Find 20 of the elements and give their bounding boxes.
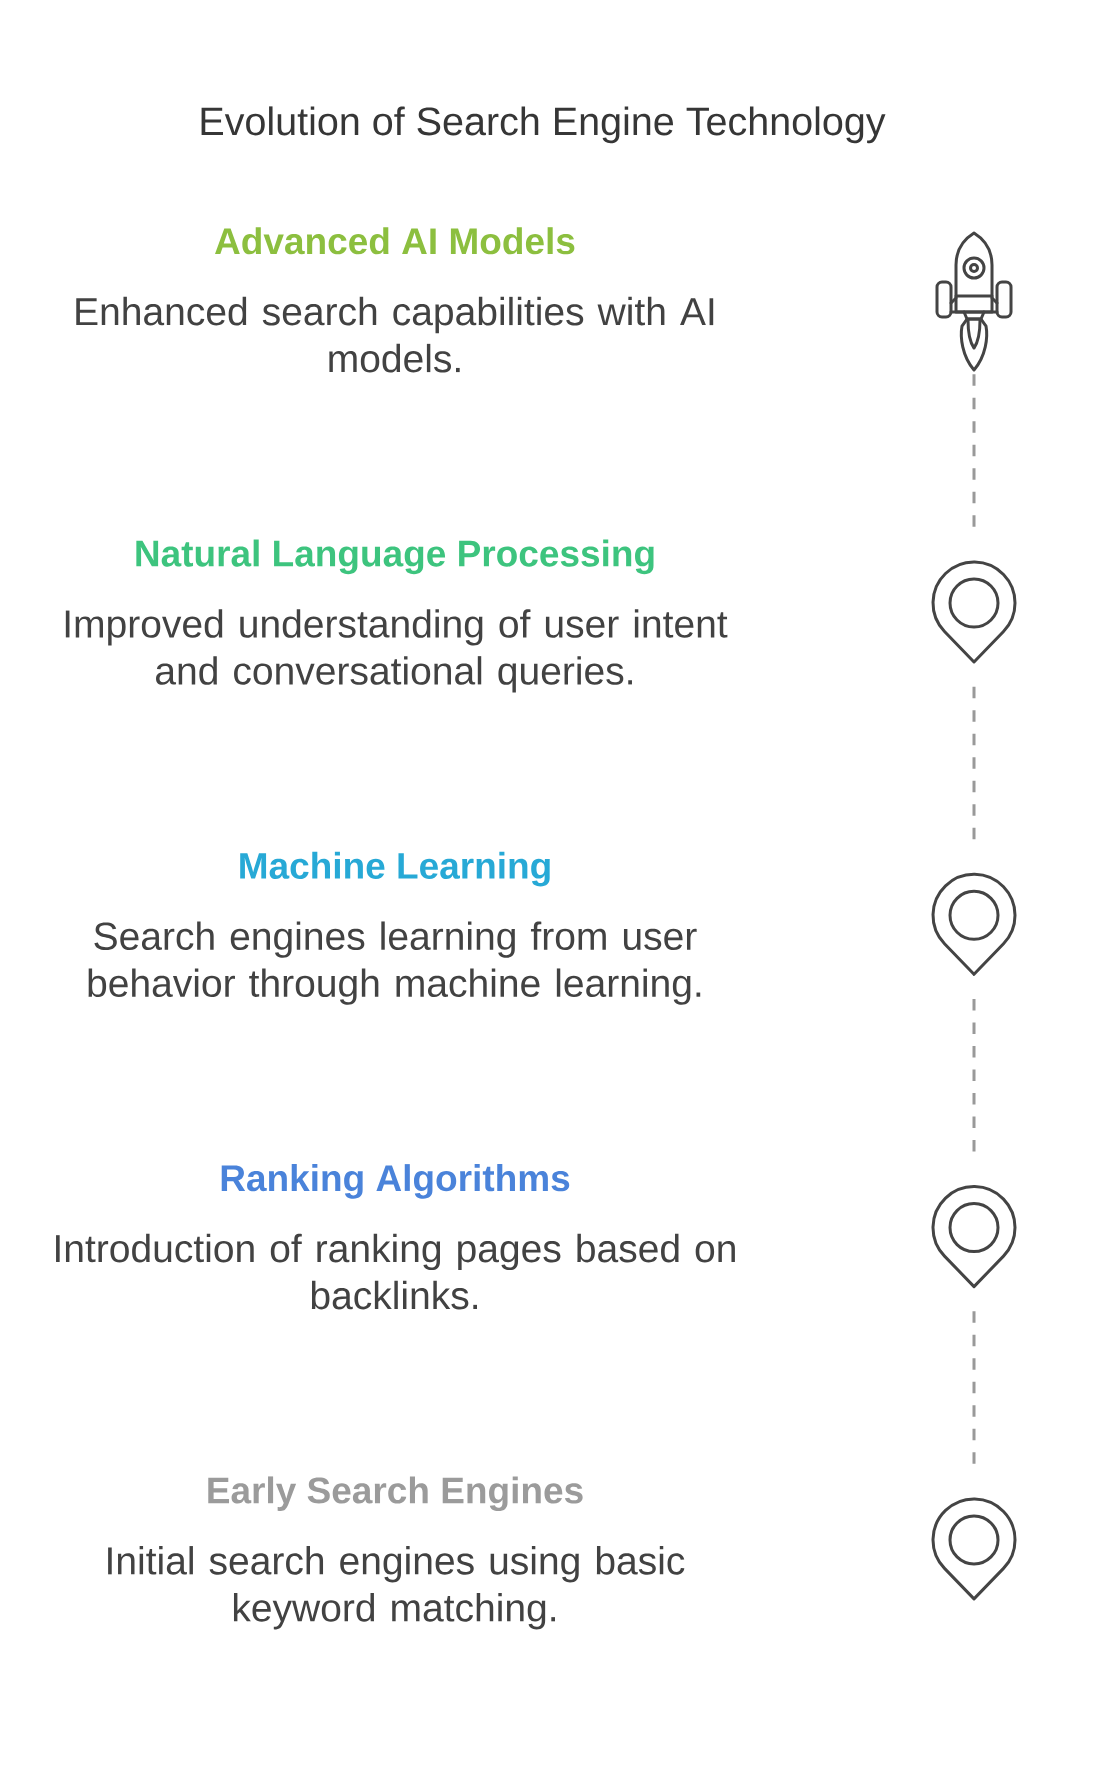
stage-heading: Natural Language Processing: [136, 539, 654, 575]
dashed-line: [972, 999, 976, 1153]
rocket-icon: [935, 231, 1013, 372]
stage-description: Improved understanding of user intent and conversational queries.: [65, 609, 728, 693]
location-pin-icon: [931, 1185, 1017, 1289]
stage-heading: Machine Learning: [240, 851, 550, 887]
title: Evolution of Search Engine Technology: [201, 106, 886, 144]
stage-description: Initial search engines using basic keyword matching.: [108, 1546, 685, 1630]
location-pin-icon: [931, 872, 1017, 976]
dashed-line: [972, 1311, 976, 1466]
stage-description: Search engines learning from user behavior through machine learning.: [88, 921, 701, 1005]
location-pin-icon: [931, 1497, 1017, 1601]
location-pin-icon: [931, 560, 1017, 664]
stage-heading: Early Search Engines: [208, 1476, 583, 1512]
dashed-line: [972, 374, 976, 529]
stage-heading: Ranking Algorithms: [221, 1164, 570, 1199]
stage-description: Introduction of ranking pages based on backlinks.: [56, 1233, 735, 1310]
stage-heading: Advanced AI Models: [215, 227, 575, 255]
dashed-line: [972, 686, 976, 841]
stage-description: Enhanced search capabilities with AI models.: [76, 296, 714, 373]
